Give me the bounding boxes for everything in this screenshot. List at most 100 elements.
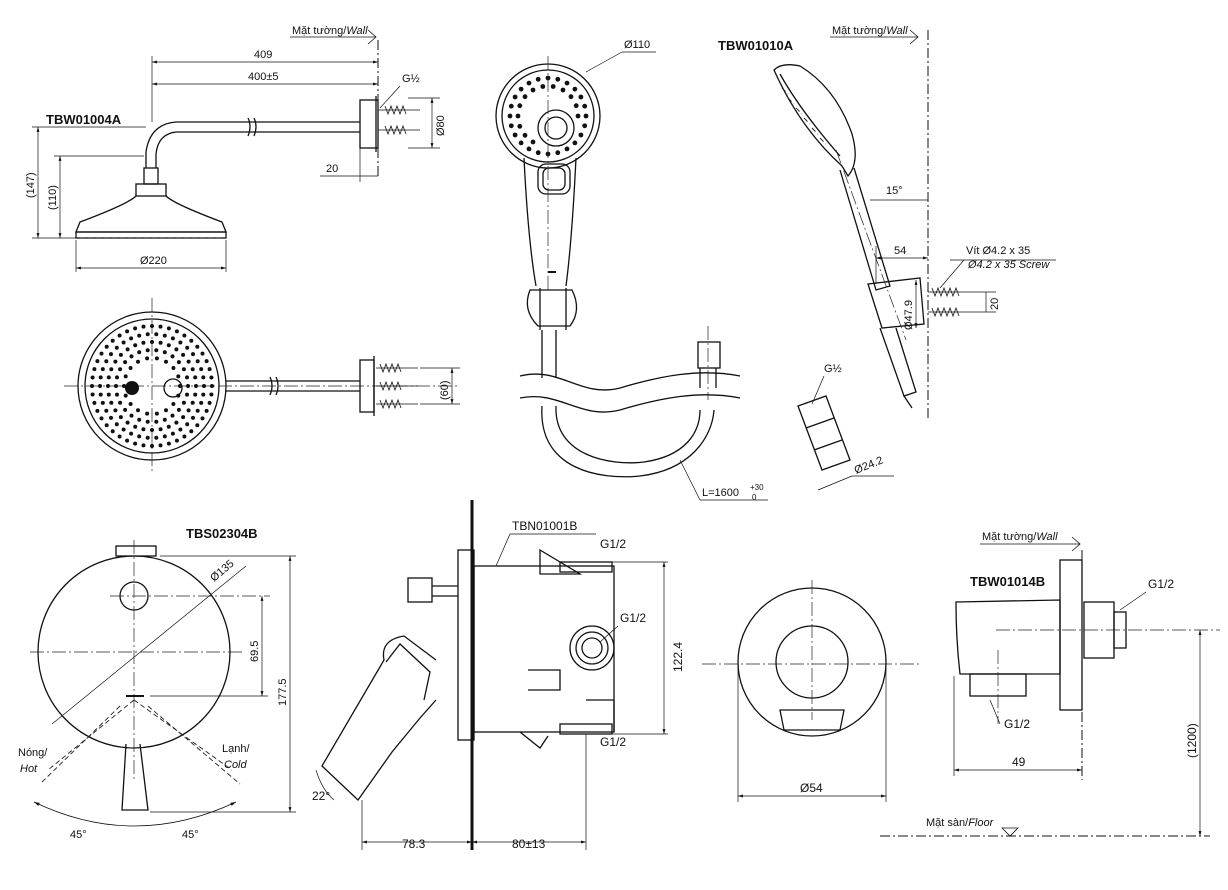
nozzle-dot xyxy=(178,384,182,388)
nozzle-dot xyxy=(166,424,171,429)
nozzle-dot xyxy=(145,411,150,416)
nozzle-dot xyxy=(128,402,133,406)
nozzle-dot xyxy=(204,408,209,413)
nozzle-dot xyxy=(150,444,154,448)
hand-nozzle-dot xyxy=(575,113,581,119)
wall-label-2: Mặt tường/Wall xyxy=(832,25,908,37)
nozzle-dot xyxy=(199,367,204,372)
nozzle-dot xyxy=(162,417,167,422)
dim-110-hand: Ø110 xyxy=(624,39,650,51)
nozzle-dot xyxy=(181,352,186,357)
nozzle-dot xyxy=(118,400,123,405)
nozzle-dot xyxy=(145,419,150,424)
nozzle-dot xyxy=(104,423,109,428)
nozzle-dot xyxy=(92,400,97,405)
nozzle-dot xyxy=(186,408,191,413)
hand-nozzle-dot xyxy=(550,84,556,89)
hand-nozzle-dot xyxy=(568,94,574,100)
nozzle-dot xyxy=(141,324,146,329)
thread-top-outlet: G1/2 xyxy=(1148,577,1174,591)
hand-nozzle-dot xyxy=(582,123,588,129)
nozzle-dot xyxy=(125,347,130,352)
hand-nozzle-dot xyxy=(572,140,578,146)
nozzle-dot xyxy=(123,360,128,365)
thread-g12-shower-head: G½ xyxy=(402,73,420,85)
dim-135: Ø135 xyxy=(208,558,236,584)
nozzle-dot xyxy=(136,359,140,364)
dim-220: Ø220 xyxy=(140,255,167,267)
screw-en: Ø4.2 x 35 Screw xyxy=(967,259,1050,271)
wall-label-1: Mặt tường/Wall xyxy=(292,25,368,37)
nozzle-dot xyxy=(114,345,119,350)
nozzle-dot xyxy=(178,340,183,345)
nozzle-dot xyxy=(154,411,159,416)
nozzle-dot xyxy=(174,329,179,334)
nozzle-dot xyxy=(99,416,104,421)
nozzle-dot xyxy=(195,359,200,364)
model-label-outlet: TBW01014B xyxy=(970,574,1045,589)
nozzle-dot xyxy=(166,343,171,348)
hand-nozzle-dot xyxy=(517,123,523,129)
nozzle-dot xyxy=(190,367,195,372)
nozzle-dot xyxy=(137,434,142,439)
hand-nozzle-dot xyxy=(522,94,528,100)
dim-69-5: 69.5 xyxy=(249,641,261,662)
dim-80-13: 80±13 xyxy=(512,837,546,851)
nozzle-dot xyxy=(117,333,122,338)
hose-tol-plus: +30 xyxy=(750,483,764,492)
screw-vi: Vít Ø4.2 x 35 xyxy=(966,245,1030,257)
hot-en: Hot xyxy=(20,763,38,775)
nozzle-dot xyxy=(210,384,214,388)
nozzle-dot xyxy=(201,375,206,380)
hand-nozzle-dot xyxy=(578,94,584,100)
dim-147: (147) xyxy=(25,172,37,198)
nozzle-dot xyxy=(133,326,138,331)
nozzle-dot xyxy=(106,384,110,388)
nozzle-dot xyxy=(98,375,103,380)
nozzle-dot xyxy=(125,438,130,443)
nozzle-dot xyxy=(129,431,134,436)
dim-47-9: Ø47.9 xyxy=(903,300,915,330)
nozzle-dot xyxy=(164,408,168,413)
nozzle-dot xyxy=(92,367,97,372)
nozzle-dot xyxy=(176,393,181,398)
dim-60: (60) xyxy=(439,380,451,400)
nozzle-dot xyxy=(141,427,146,432)
dim-24-2: Ø24.2 xyxy=(853,454,885,476)
nozzle-dot xyxy=(129,336,134,341)
nozzle-dot xyxy=(202,384,206,388)
thread-mid-valve: G1/2 xyxy=(620,611,646,625)
thread-bot-outlet: G1/2 xyxy=(1004,717,1030,731)
nozzle-dot xyxy=(145,348,150,353)
dim-110: (110) xyxy=(47,185,59,210)
hand-nozzle-dot xyxy=(512,132,518,138)
angle-45-left: 45° xyxy=(70,829,87,841)
hand-nozzle-dot xyxy=(540,84,546,89)
nozzle-dot xyxy=(106,392,111,397)
dim-20-hand: 20 xyxy=(989,298,1001,310)
dim-54-outlet: Ø54 xyxy=(800,781,823,795)
nozzle-dot xyxy=(193,375,198,380)
mixer-front-view: TBS02304B Ø135 45° 45° Nóng/ Hot Lạnh/ C… xyxy=(18,526,296,841)
hot-vi: Nóng/ xyxy=(18,747,48,759)
nozzle-dot xyxy=(150,340,154,344)
nozzle-dot xyxy=(95,408,100,413)
nozzle-dot xyxy=(200,351,205,356)
angle-22: 22° xyxy=(312,789,330,803)
angle-45-right: 45° xyxy=(182,829,199,841)
nozzle-dot xyxy=(100,400,105,405)
nozzle-dot xyxy=(145,435,150,440)
nozzle-dot xyxy=(171,402,176,406)
nozzle-dot xyxy=(109,367,114,372)
nozzle-dot xyxy=(194,384,198,388)
nozzle-dot xyxy=(100,367,105,372)
nozzle-dot xyxy=(166,441,171,446)
nozzle-dot xyxy=(133,424,138,429)
nozzle-dot xyxy=(150,324,154,328)
nozzle-dot xyxy=(209,375,214,380)
hand-nozzle-dot xyxy=(507,113,513,119)
hand-nozzle-dot xyxy=(512,94,518,100)
nozzle-dot xyxy=(170,431,175,436)
dim-409: 409 xyxy=(254,49,272,61)
nozzle-dot xyxy=(113,408,118,413)
